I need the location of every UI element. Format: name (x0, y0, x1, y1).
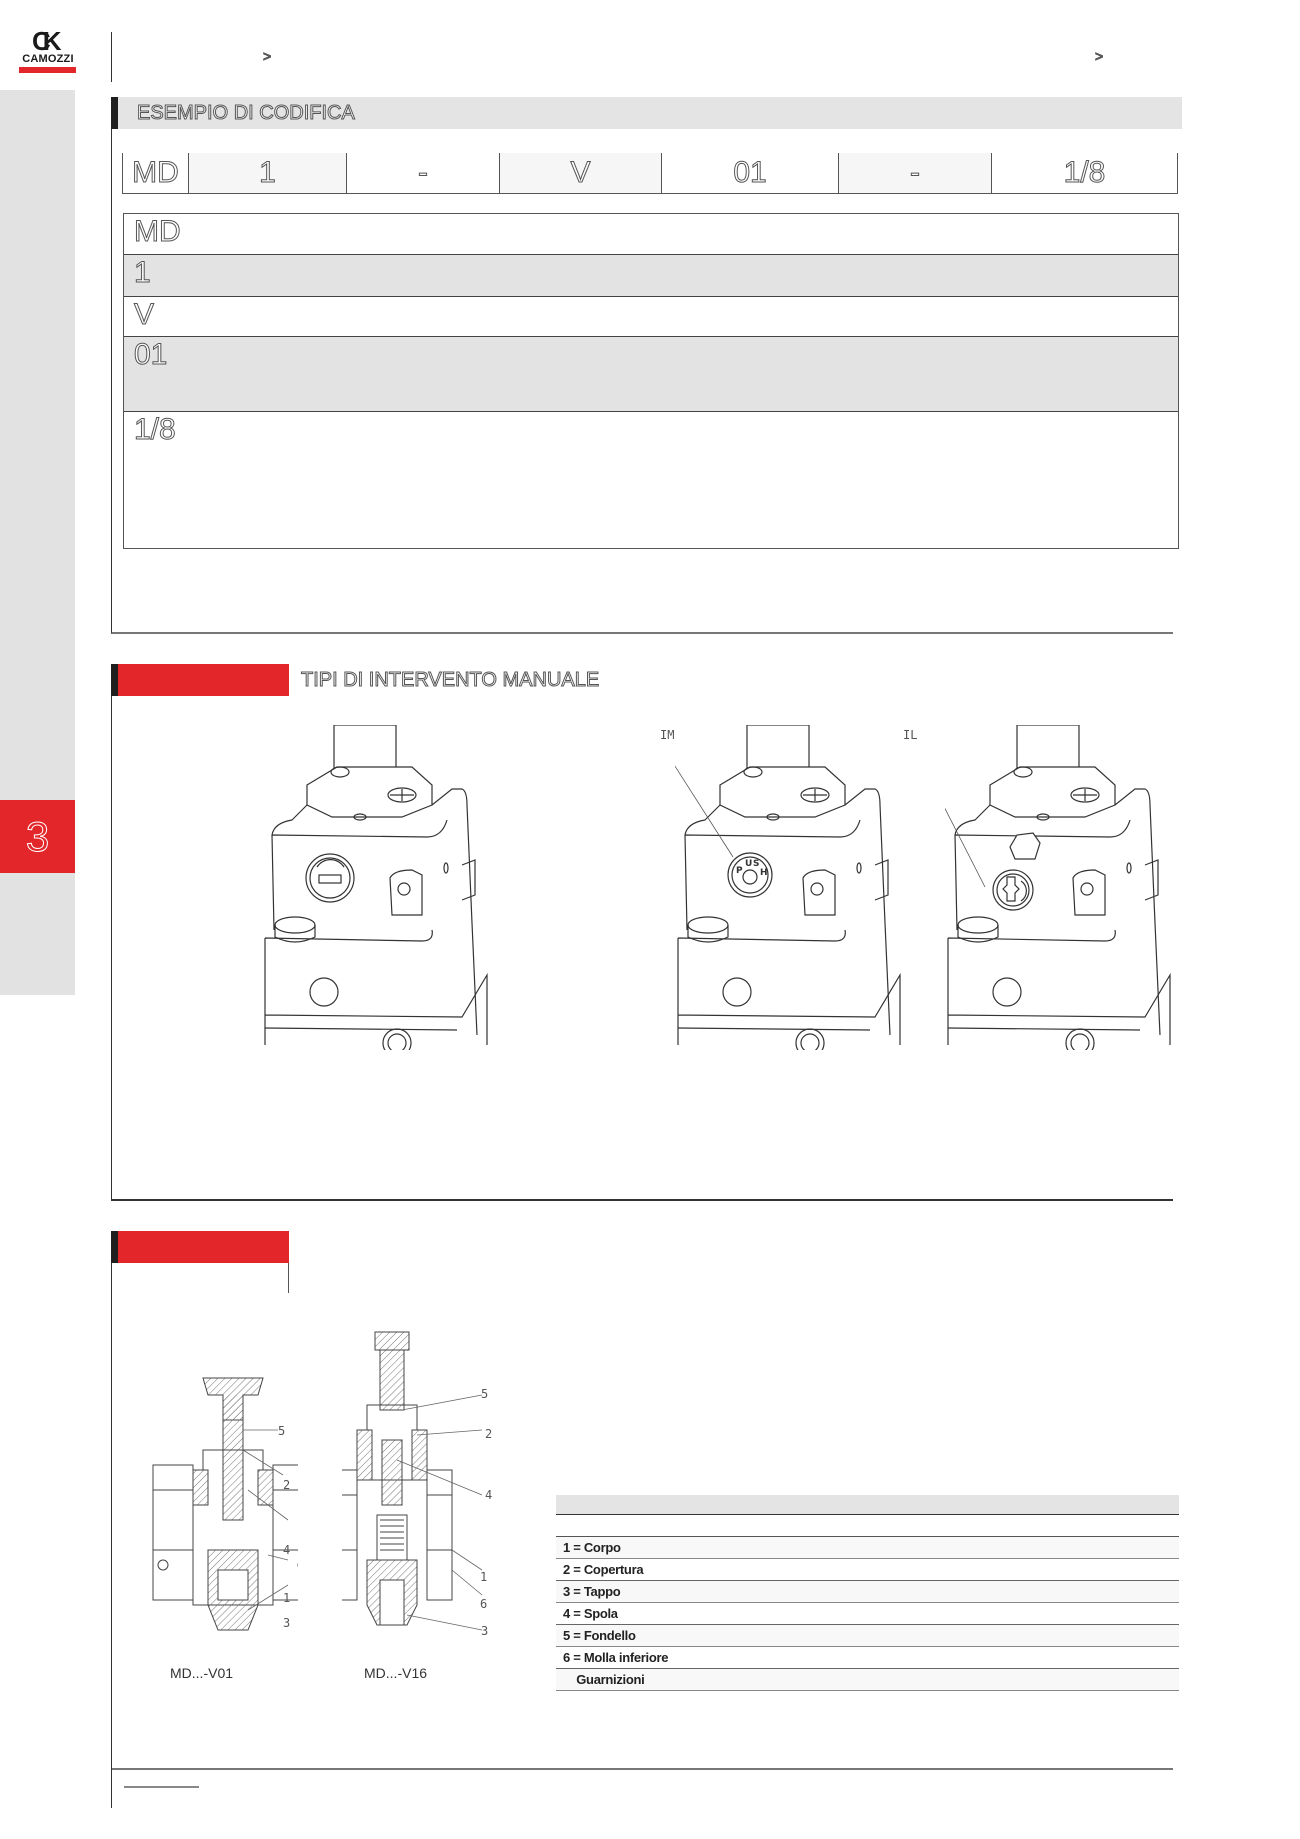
cross-section-v16-leaders (342, 1330, 502, 1640)
section-marker (111, 1231, 118, 1263)
valve-drawing-push-button: P U S H (675, 725, 905, 1050)
section-header-tail (288, 1263, 289, 1293)
part-material (674, 1559, 1179, 1580)
cross-section-v01-leaders (148, 1370, 308, 1640)
part-material (674, 1537, 1179, 1558)
part-label: 2 (283, 1478, 291, 1492)
part-name: 2 = Copertura (563, 1562, 644, 1577)
code-segment: MD (122, 153, 188, 193)
code-segment: - (346, 153, 499, 193)
push-letter-p: P (736, 866, 743, 876)
part-label: 1 (480, 1570, 488, 1584)
cross-section-v16 (342, 1330, 472, 1640)
drawing-caption: MD...-V16 (364, 1665, 428, 1681)
part-label: 5 (278, 1424, 286, 1438)
part-label: 1 (283, 1591, 291, 1605)
camozzi-logo: CK CAMOZZI (18, 28, 78, 76)
footer-divider (111, 1760, 112, 1808)
svg-text:H: H (760, 868, 768, 878)
code-segment: - (838, 153, 991, 193)
logo-name: CAMOZZI (22, 53, 74, 65)
code-description-row: 01 (124, 336, 1178, 411)
chapter-sidebar: 3 (0, 90, 75, 995)
parts-table-row: 5 = Fondello (556, 1625, 1179, 1647)
parts-table-header (556, 1495, 1179, 1515)
section-title: ESEMPIO DI CODIFICA (137, 102, 356, 125)
code-segment: V (499, 153, 661, 193)
part-label: 4 (485, 1488, 493, 1502)
parts-table-row: 4 = Spola (556, 1603, 1179, 1625)
part-name: 3 = Tappo (563, 1584, 621, 1599)
valve-drawing-lever-lock (945, 725, 1175, 1050)
logo-mark: CK (32, 26, 61, 56)
parts-table-row: 1 = Corpo (556, 1537, 1179, 1559)
breadcrumb-separator: > (1094, 48, 1104, 65)
chapter-tab-active[interactable]: 3 (0, 800, 75, 873)
part-name: Guarnizioni (563, 1672, 645, 1687)
part-label: 3 (283, 1616, 291, 1630)
logo-bar (19, 67, 76, 73)
part-label: 5 (481, 1387, 489, 1401)
parts-table-body: 1 = Corpo 2 = Copertura 3 = Tappo 4 = Spola… (556, 1537, 1179, 1691)
cross-section-v01 (148, 1370, 298, 1640)
code-segment: 01 (661, 153, 838, 193)
section-manual-header (111, 664, 289, 696)
svg-text:S: S (753, 859, 759, 869)
part-material (674, 1603, 1179, 1624)
chapter-number: 3 (25, 812, 50, 860)
part-label: 3 (481, 1624, 489, 1638)
part-label: 2 (485, 1427, 493, 1441)
part-label: 4 (283, 1543, 291, 1557)
parts-table-row: Guarnizioni (556, 1669, 1179, 1691)
section-coding-frame (111, 97, 1173, 634)
code-description-row: V (124, 296, 1178, 336)
part-name: 6 = Molla inferiore (563, 1650, 669, 1665)
part-material (674, 1647, 1179, 1668)
breadcrumb-separator: > (262, 48, 272, 65)
parts-table-row: 3 = Tappo (556, 1581, 1179, 1603)
section-marker (111, 664, 118, 696)
parts-table: 1 = Corpo 2 = Copertura 3 = Tappo 4 = Spola… (556, 1495, 1179, 1691)
section-manual-frame (111, 664, 1173, 1201)
section-title: TIPI DI INTERVENTO MANUALE (300, 669, 600, 692)
section-coding-header: ESEMPIO DI CODIFICA (111, 97, 1182, 129)
header-divider (111, 32, 112, 82)
code-description-row: 1 (124, 254, 1178, 296)
part-name: 5 = Fondello (563, 1628, 636, 1643)
part-material (674, 1581, 1179, 1602)
code-description-row: 1/8 (124, 411, 1178, 548)
parts-table-subheader (556, 1515, 1179, 1537)
part-material (674, 1669, 1179, 1690)
drawing-caption: MD...-V01 (170, 1665, 234, 1681)
callout-il: IL (903, 728, 918, 742)
part-material (674, 1625, 1179, 1646)
valve-drawing-rotary (262, 725, 492, 1050)
part-name: 4 = Spola (563, 1606, 618, 1621)
section-marker (111, 97, 118, 129)
footer-rule (124, 1786, 199, 1788)
section-cross-frame (111, 1231, 1173, 1770)
parts-table-row: 6 = Molla inferiore (556, 1647, 1179, 1669)
code-description-row: MD (134, 215, 182, 249)
callout-im: IM (660, 728, 675, 742)
part-name: 1 = Corpo (563, 1540, 621, 1555)
parts-table-row: 2 = Copertura (556, 1559, 1179, 1581)
code-segment: 1 (188, 153, 346, 193)
svg-text:U: U (745, 859, 752, 869)
section-cross-header (111, 1231, 289, 1263)
code-segment: 1/8 (991, 153, 1178, 193)
part-label: 6 (480, 1597, 488, 1611)
